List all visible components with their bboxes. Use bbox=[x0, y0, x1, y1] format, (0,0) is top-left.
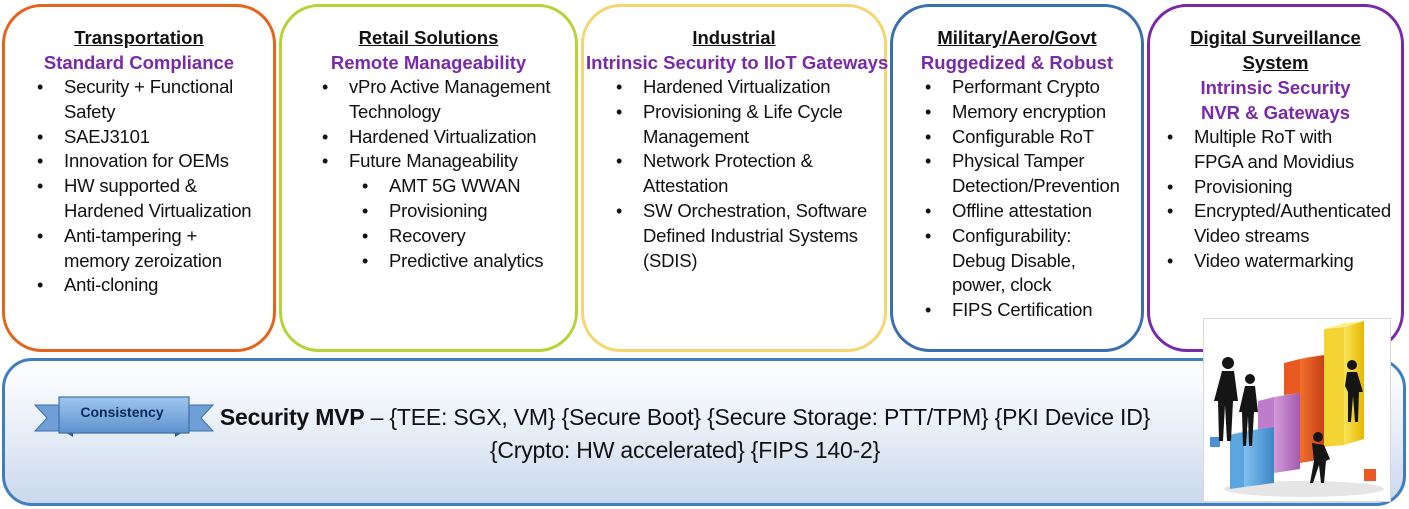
list-item: SAEJ3101 bbox=[37, 125, 269, 150]
list-item: Anti-cloning bbox=[37, 273, 269, 298]
list-item: Physical Tamper Detection/Prevention bbox=[925, 149, 1132, 199]
list-item: vPro Active Management Technology bbox=[322, 75, 554, 125]
list-item: Video watermarking bbox=[1167, 249, 1404, 274]
segment-subtitle: Intrinsic Security to IIoT Gateways bbox=[586, 52, 889, 73]
security-mvp-text: Security MVP – {TEE: SGX, VM} {Secure Bo… bbox=[185, 401, 1185, 467]
list-item: Innovation for OEMs bbox=[37, 149, 269, 174]
mvp-title: Security MVP bbox=[219, 404, 365, 430]
sub-list-item: Predictive analytics bbox=[362, 249, 574, 274]
segment-title: Retail Solutions bbox=[358, 27, 499, 48]
list-item: Configurable RoT bbox=[925, 125, 1142, 150]
list-item: Hardened Virtualization bbox=[616, 75, 873, 100]
mvp-line-1: Security MVP – {TEE: SGX, VM} {Secure Bo… bbox=[185, 401, 1185, 434]
segment-title: Military/Aero/Govt bbox=[937, 27, 1097, 48]
list-item: Security + Functional Safety bbox=[37, 75, 269, 125]
sub-list-item: Recovery bbox=[362, 224, 574, 249]
list-item: Anti-tampering + memory zeroization bbox=[37, 224, 234, 274]
segment-subtitle: Ruggedized & Robust bbox=[920, 52, 1114, 73]
sub-list-item: AMT 5G WWAN bbox=[362, 174, 574, 199]
list-item: Encrypted/Authenticated Video streams bbox=[1167, 199, 1404, 249]
segment-subtitle: Intrinsic Security NVR & Gateways bbox=[1200, 77, 1351, 123]
consistency-label: Consistency bbox=[80, 404, 164, 420]
segment-industrial: Industrial Intrinsic Security to IIoT Ga… bbox=[581, 4, 889, 352]
list-item: Future Manageability AMT 5G WWAN Provisi… bbox=[322, 149, 574, 274]
list-item: Hardened Virtualization bbox=[322, 125, 574, 150]
ribbon-icon bbox=[33, 396, 215, 437]
mvp-line-2: {Crypto: HW accelerated} {FIPS 140-2} bbox=[489, 437, 881, 463]
security-mvp-bar: Consistency Security MVP – {TEE: SGX, VM… bbox=[2, 358, 1406, 506]
mvp-items-1: – {TEE: SGX, VM} {Secure Boot} {Secure S… bbox=[364, 404, 1151, 430]
list-item: Configurability: Debug Disable, power, c… bbox=[925, 224, 1087, 298]
segment-military: Military/Aero/Govt Ruggedized & Robust P… bbox=[890, 4, 1144, 352]
list-item: Offline attestation bbox=[925, 199, 1142, 224]
list-item: FIPS Certification bbox=[925, 298, 1142, 323]
list-item: SW Orchestration, Software Defined Indus… bbox=[616, 199, 868, 273]
building-blocks-teamwork-icon bbox=[1203, 318, 1391, 502]
segment-transportation: Transportation Standard Compliance Secur… bbox=[2, 4, 276, 352]
segment-surveillance: Digital Surveillance System Intrinsic Se… bbox=[1147, 4, 1404, 352]
consistency-ribbon: Consistency bbox=[33, 391, 215, 443]
list-item: Provisioning & Life Cycle Management bbox=[616, 100, 848, 150]
list-item: Multiple RoT with FPGA and Movidius bbox=[1167, 125, 1379, 175]
list-item: HW supported & Hardened Virtualization bbox=[37, 174, 260, 224]
list-item: Performant Crypto bbox=[925, 75, 1142, 100]
segment-retail: Retail Solutions Remote Manageability vP… bbox=[279, 4, 578, 352]
list-item: Memory encryption bbox=[925, 100, 1142, 125]
sub-list-item: Provisioning bbox=[362, 199, 574, 224]
segment-title: Digital Surveillance System bbox=[1190, 27, 1361, 73]
list-item: Network Protection & Attestation bbox=[616, 149, 828, 199]
list-item-label: Future Manageability bbox=[349, 150, 518, 172]
segment-title: Industrial bbox=[692, 27, 776, 48]
segment-title: Transportation bbox=[74, 27, 204, 48]
segment-subtitle: Standard Compliance bbox=[43, 52, 235, 73]
list-item: Provisioning bbox=[1167, 175, 1404, 200]
segment-subtitle: Remote Manageability bbox=[330, 52, 527, 73]
